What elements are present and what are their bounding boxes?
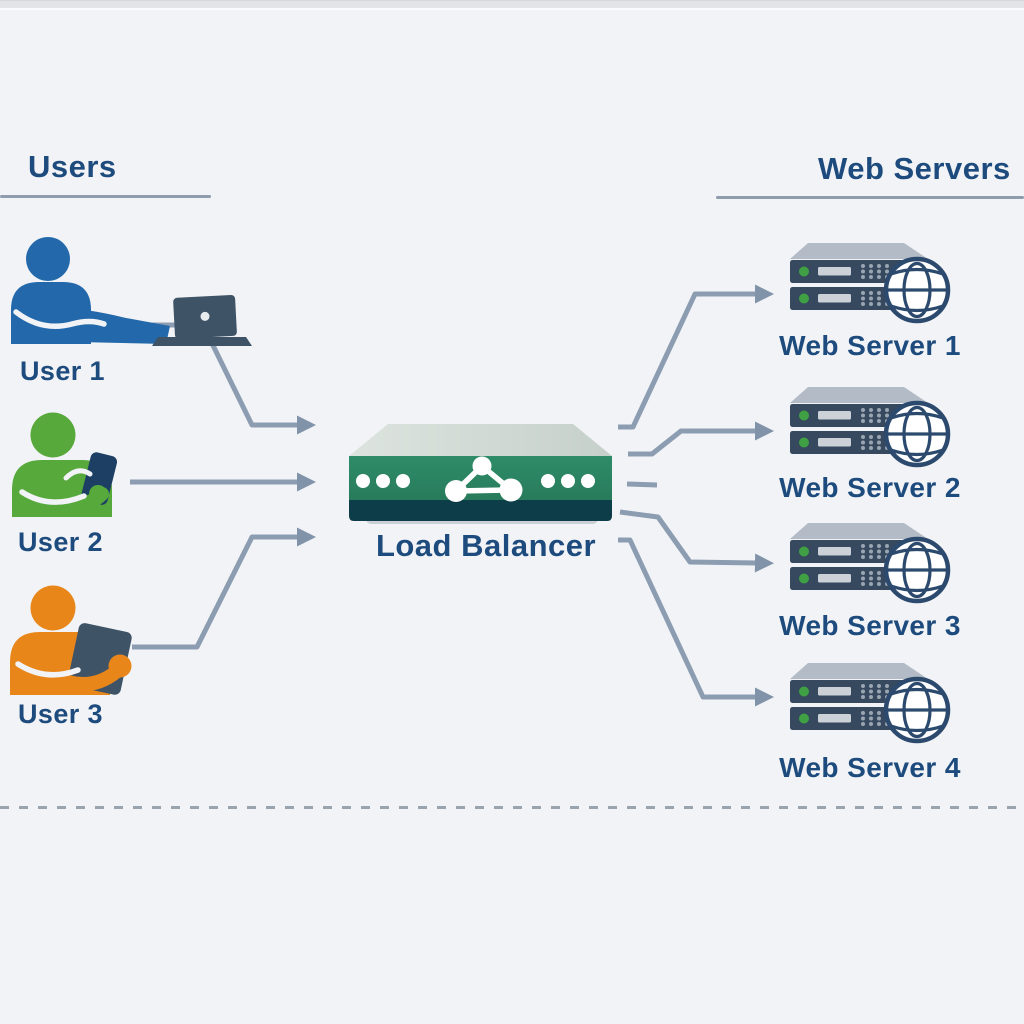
web-servers-section-title: Web Servers	[818, 151, 1011, 186]
server-top-face	[790, 523, 928, 539]
server-top-face	[790, 387, 928, 403]
web-server-2-label: Web Server 2	[779, 472, 961, 503]
server-top-face	[790, 243, 928, 259]
bottom-dashed-divider	[0, 806, 1024, 809]
top-edge-band	[0, 0, 1024, 10]
user-3-figure	[10, 585, 132, 695]
server-leds	[799, 546, 809, 584]
user-2-hand	[89, 485, 107, 503]
globe-icon	[883, 256, 951, 324]
arrow-lb-to-server4	[618, 537, 774, 707]
load-balancer-label: Load Balancer	[375, 528, 597, 563]
laptop-base	[152, 337, 252, 346]
load-balancer-icon	[349, 424, 612, 524]
globe-icon	[883, 676, 951, 744]
laptop-icon	[173, 294, 237, 339]
globe-icon	[883, 536, 951, 604]
arrow-stub	[626, 481, 658, 488]
web-server-4-icon	[790, 663, 951, 744]
server-leds	[799, 410, 809, 448]
user-3-hand	[108, 654, 132, 678]
user-2-label: User 2	[18, 527, 103, 557]
web-server-1-label: Web Server 1	[779, 330, 961, 361]
arrow-user1-to-lb	[130, 322, 316, 435]
server-slots	[818, 547, 851, 583]
server-slots	[818, 267, 851, 303]
arrow-lb-to-server3	[619, 509, 774, 573]
user-2-figure	[12, 412, 118, 517]
user-1-figure	[11, 237, 252, 346]
user-3-forearm	[47, 665, 123, 692]
web-server-4-label: Web Server 4	[779, 752, 961, 783]
network-triangle-icon	[445, 456, 523, 502]
server-leds	[799, 266, 809, 304]
globe-icon	[883, 400, 951, 468]
web-server-2-icon	[790, 387, 951, 468]
web-servers-section-rule	[716, 196, 1024, 199]
user-2-arm-line-2	[63, 468, 93, 481]
user-1-label: User 1	[20, 356, 105, 386]
server-top-face	[790, 663, 928, 679]
user-1-arm-line	[13, 309, 107, 329]
lb-base-strip	[349, 500, 612, 521]
web-server-3-label: Web Server 3	[779, 610, 961, 641]
lb-indicator-dots	[356, 474, 595, 488]
user-3-head	[30, 585, 76, 631]
web-server-3-icon	[790, 523, 951, 604]
user-2-arm-line	[19, 489, 87, 505]
web-server-1-icon	[790, 243, 951, 324]
user-2-head	[30, 412, 76, 458]
arrow-lb-to-server1	[618, 284, 774, 430]
arrow-lb-to-server2	[628, 421, 774, 457]
server-leds	[799, 686, 809, 724]
users-section-title: Users	[28, 149, 117, 184]
lb-top-face	[349, 424, 612, 456]
users-section-rule	[0, 195, 211, 198]
server-vent-dots	[861, 264, 889, 306]
user-1-head	[26, 237, 70, 281]
arrow-user3-to-lb	[132, 527, 316, 650]
server-slots	[818, 411, 851, 447]
server-slots	[818, 687, 851, 723]
user-3-label: User 3	[18, 699, 103, 729]
user-3-arm-line	[15, 661, 81, 678]
